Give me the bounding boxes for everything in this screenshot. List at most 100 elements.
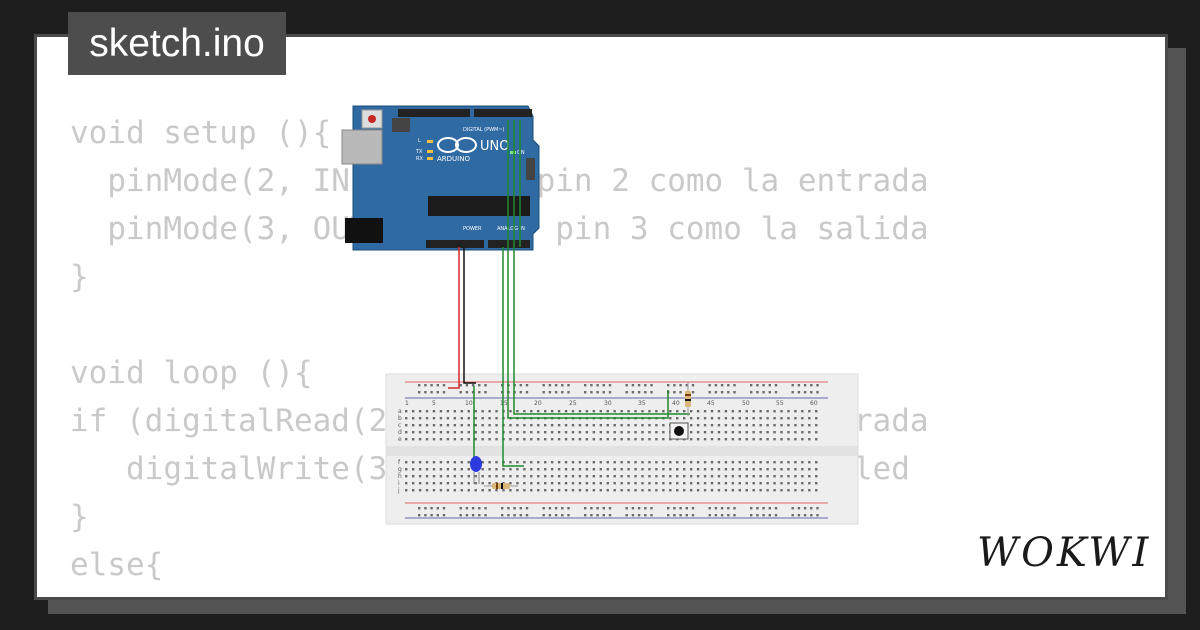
breadboard-hole [411,417,415,420]
breadboard-hole [650,391,653,394]
breadboard-hole [418,410,422,413]
column-number: 55 [776,400,784,407]
wokwi-logo: WOKWI [977,530,1148,576]
breadboard-hole [733,507,736,510]
breadboard-hole [592,489,596,492]
breadboard-hole [405,468,408,471]
breadboard-hole [599,431,602,434]
breadboard-hole [710,475,714,478]
breadboard-hole [731,489,735,492]
breadboard-hole [481,410,484,413]
breadboard-hole [773,424,776,427]
breadboard-hole [557,482,561,485]
breadboard-hole [488,482,491,485]
breadboard-hole [542,514,545,517]
breadboard-hole [731,475,735,478]
breadboard-hole [815,417,818,420]
breadboard-hole [557,475,561,478]
breadboard-hole [810,507,813,510]
breadboard-hole [502,468,505,471]
breadboard-hole [759,431,762,434]
breadboard-hole [481,475,484,478]
breadboard-hole [708,507,711,510]
breadboard-hole [606,438,609,441]
breadboard-hole [689,468,693,471]
row-letter: f [398,459,401,466]
breadboard-hole [625,384,628,387]
breadboard-hole [773,482,776,485]
breadboard-hole [584,384,587,387]
breadboard-hole [676,468,679,471]
breadboard-hole [641,461,644,464]
breadboard-hole [453,431,457,434]
breadboard-hole [481,468,484,471]
breadboard-hole [714,507,718,510]
breadboard-hole [780,424,783,427]
breadboard-hole [683,417,686,420]
breadboard-hole [648,475,651,478]
breadboard-hole [425,489,429,492]
breadboard-hole [717,410,721,413]
breadboard-hole [791,391,794,394]
breadboard-hole [673,507,676,510]
breadboard-hole [578,475,582,478]
breadboard-hole [501,514,504,517]
breadboard: 1 5 10 15 20 25 30 35 40 45 50 55 60 a b… [385,373,859,525]
breadboard-hole [592,475,596,478]
breadboard-hole [509,489,512,492]
breadboard-hole [411,482,415,485]
breadboard-hole [641,468,644,471]
breadboard-hole [613,461,616,464]
breadboard-hole [467,417,470,420]
breadboard-hole [523,424,526,427]
breadboard-hole [537,431,540,434]
breadboard-hole [710,489,714,492]
breadboard-hole [669,482,672,485]
led-on-label: ON [517,150,525,156]
breadboard-hole [766,468,769,471]
breadboard-hole [474,417,477,420]
breadboard-hole [717,424,721,427]
breadboard-hole [516,438,519,441]
breadboard-hole [564,461,568,464]
breadboard-hole [714,514,718,517]
breadboard-hole [745,475,748,478]
breadboard-hole [578,468,582,471]
breadboard-hole [509,424,512,427]
breadboard-hole [592,461,596,464]
breadboard-hole [773,438,776,441]
wire-green [507,120,669,419]
breadboard-hole [432,417,436,420]
breadboard-hole [561,514,564,517]
breadboard-hole [411,489,415,492]
breadboard-hole [590,514,593,517]
row-letter: d [398,429,402,436]
breadboard-hole [509,475,512,478]
breadboard-hole [446,417,450,420]
breadboard-hole [752,438,755,441]
breadboard-hole [471,384,475,387]
breadboard-hole [544,482,547,485]
breadboard-hole [474,482,477,485]
breadboard-hole [727,514,730,517]
breadboard-hole [523,468,526,471]
breadboard-hole [424,384,427,387]
digital-header-label: DIGITAL (PWM~) [463,127,505,133]
breadboard-hole [567,514,570,517]
row-letter: j [397,487,400,494]
breadboard-hole [662,424,665,427]
breadboard-hole [634,438,637,441]
breadboard-hole [710,410,714,413]
breadboard-hole [484,391,487,394]
breadboard-hole [727,391,730,394]
breadboard-hole [544,468,547,471]
breadboard-hole [756,514,759,517]
breadboard-hole [442,384,446,387]
breadboard-hole [815,461,818,464]
breadboard-hole [750,384,753,387]
breadboard-hole [519,507,522,510]
breadboard-hole [801,461,804,464]
breadboard-hole [780,431,783,434]
breadboard-hole [495,475,498,478]
breadboard-hole [689,475,693,478]
